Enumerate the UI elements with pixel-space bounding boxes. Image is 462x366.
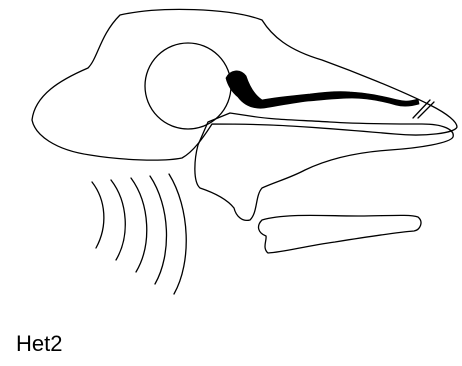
sound-arc-5 <box>169 174 186 294</box>
nasal-canal <box>226 71 419 108</box>
sound-arc-1 <box>92 182 104 248</box>
sound-arc-4 <box>150 176 166 284</box>
hyoid-bone <box>259 215 421 253</box>
mandible <box>195 113 453 220</box>
sound-arc-3 <box>131 178 147 272</box>
figure-caption: Het2 <box>16 333 62 355</box>
sound-arc-2 <box>111 180 125 260</box>
brain-circle <box>145 43 231 129</box>
